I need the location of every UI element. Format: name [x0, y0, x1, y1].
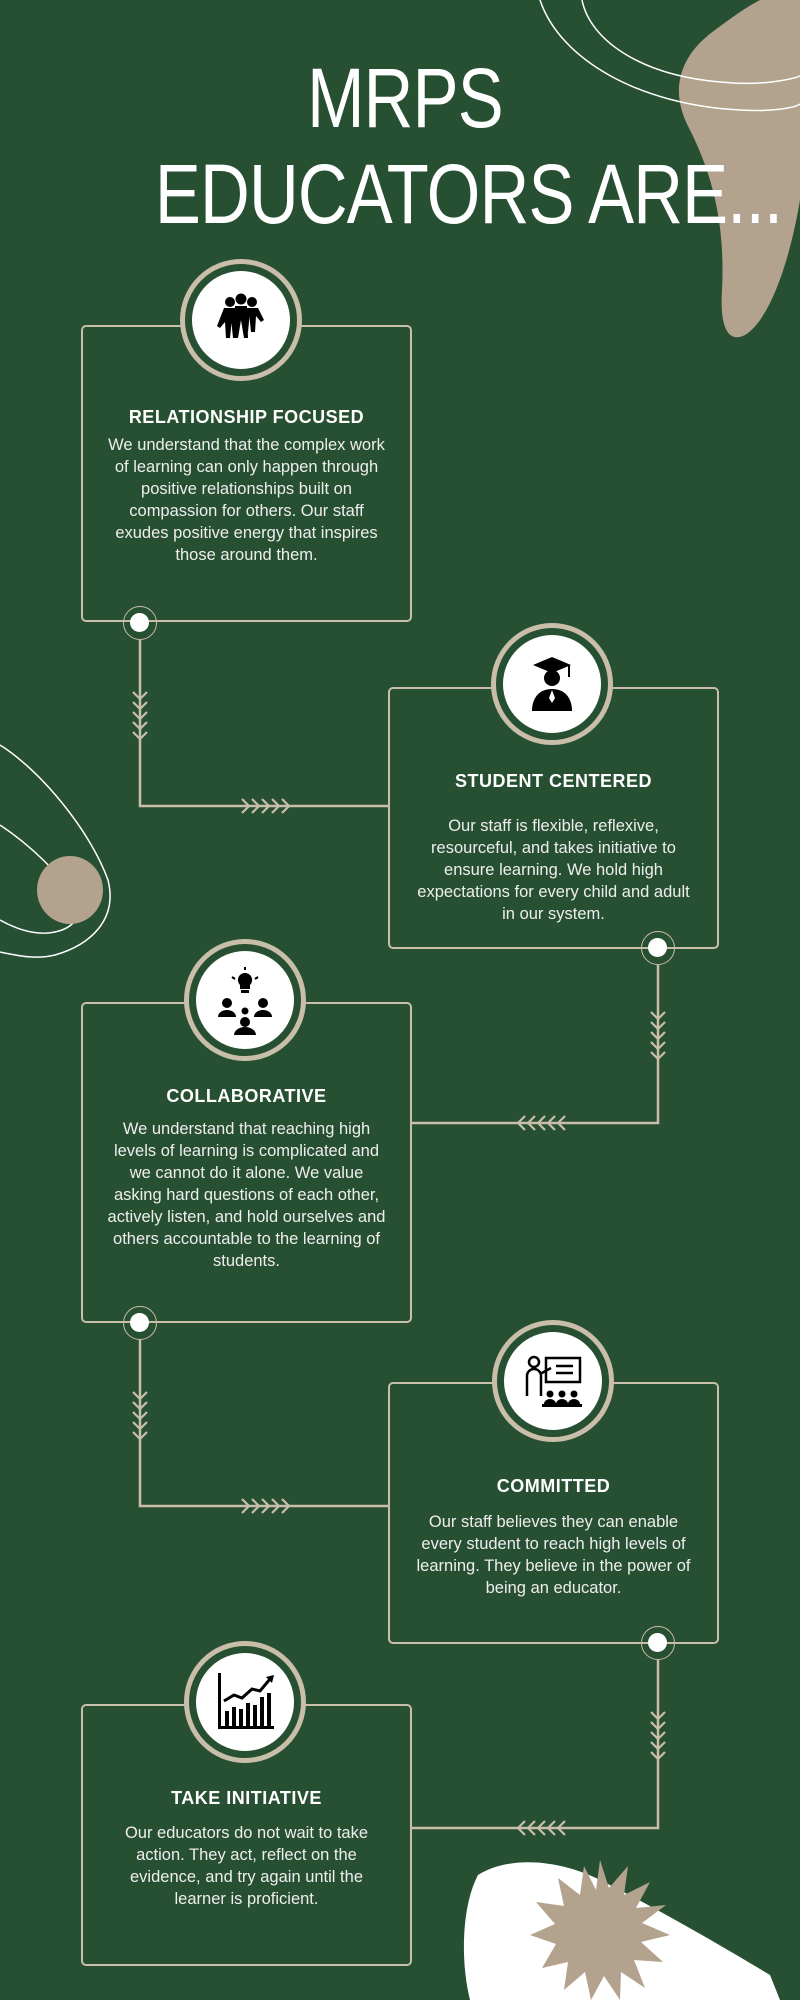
card-description: Our educators do not wait to take action…	[124, 1824, 369, 1908]
card-committed: COMMITTED Our staff believes they can en…	[388, 1382, 719, 1644]
card-description: We understand that the complex work of l…	[108, 436, 385, 564]
tan-blob-left	[37, 856, 103, 924]
group-hug-icon	[217, 293, 264, 338]
card-title: COLLABORATIVE	[166, 1086, 327, 1106]
connector-1	[138, 640, 388, 808]
card-title: STUDENT CENTERED	[454, 771, 652, 791]
swirl-lines-top	[539, 0, 800, 112]
connector-node	[123, 606, 157, 640]
growth-chart-icon	[218, 1673, 274, 1729]
graduate-icon	[532, 657, 572, 711]
card-student-centered: STUDENT CENTERED Our staff is flexible, …	[388, 687, 719, 949]
page-title-line-2: EDUCATORS ARE...	[154, 147, 783, 241]
connector-3	[138, 1340, 388, 1508]
card-description: Our staff believes they can enable every…	[416, 1513, 691, 1597]
card-description: Our staff is flexible, reflexive, resour…	[417, 817, 690, 923]
swirl-lines-top-2	[581, 0, 800, 85]
lightbulb-team-icon	[218, 967, 272, 1035]
badge-relationship-focused	[180, 259, 302, 381]
card-description: We understand that reaching high levels …	[107, 1120, 386, 1270]
card-title: TAKE INITIATIVE	[171, 1788, 322, 1808]
badge-student-centered	[491, 623, 613, 745]
swirl-lines-left	[0, 744, 111, 958]
teacher-board-icon	[525, 1355, 582, 1407]
badge-collaborative	[184, 939, 306, 1061]
tan-blob-top-right	[678, 0, 800, 338]
card-take-initiative: TAKE INITIATIVE Our educators do not wai…	[81, 1704, 412, 1966]
badge-take-initiative	[184, 1641, 306, 1763]
page-title-line-1: MRPS	[307, 51, 504, 145]
connector-node	[641, 1626, 675, 1660]
page-title: MRPS EDUCATORS ARE...	[154, 50, 783, 242]
connector-4	[412, 1660, 660, 1830]
card-collaborative: COLLABORATIVE We understand that reachin…	[81, 1002, 412, 1323]
card-title: RELATIONSHIP FOCUSED	[128, 407, 365, 427]
card-title: COMMITTED	[496, 1476, 611, 1496]
tan-starburst-bottom	[530, 1860, 670, 2000]
arrow-chevrons	[132, 691, 666, 1836]
connector-node	[123, 1306, 157, 1340]
connector-2	[412, 965, 660, 1125]
connector-node	[641, 931, 675, 965]
badge-committed	[492, 1320, 614, 1442]
